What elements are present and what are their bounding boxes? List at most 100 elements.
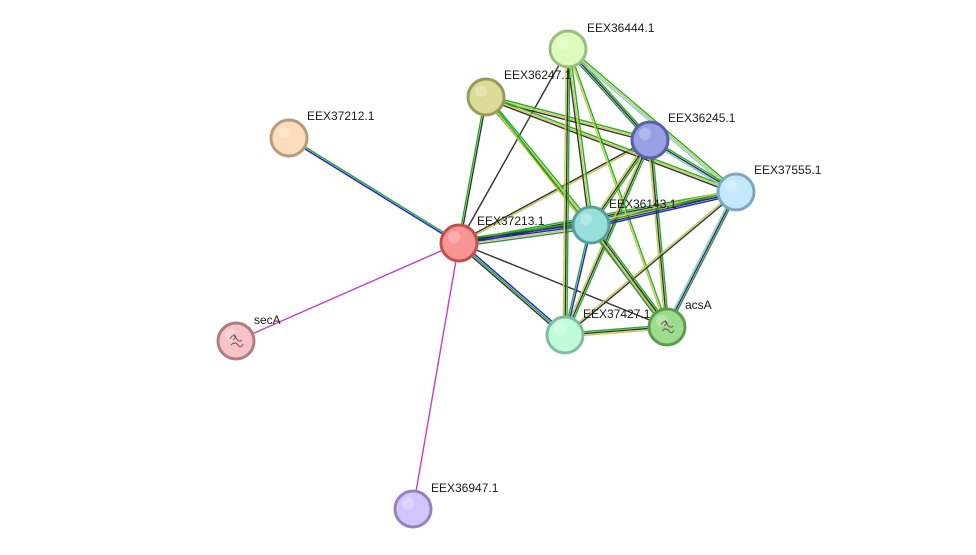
node-highlight [580, 213, 592, 225]
node-eex36947-1[interactable]: EEX36947.1 [393, 481, 499, 529]
edge-eex37213-1-acsa[interactable] [458, 242, 668, 328]
edge-line [458, 138, 650, 243]
edges-layer [235, 47, 739, 510]
edge-line [459, 97, 488, 244]
node-circle[interactable] [571, 205, 611, 245]
edge-line [591, 193, 737, 229]
node-eex37212-1[interactable]: EEX37212.1 [269, 109, 375, 158]
node-highlight [475, 85, 487, 97]
node-circle[interactable] [630, 120, 670, 160]
node-label: EEX36143.1 [609, 197, 677, 211]
edge-line [667, 192, 739, 329]
node-highlight [402, 497, 414, 509]
node-eex37213-1[interactable]: EEX37213.1 [439, 214, 545, 263]
edge-line [458, 224, 592, 244]
node-circle[interactable] [548, 29, 588, 69]
node-circle[interactable] [393, 489, 433, 529]
structure-icon [229, 333, 244, 348]
edge-line [567, 48, 651, 141]
edge-line [457, 96, 486, 243]
edge-line [591, 224, 669, 327]
edge-line [485, 96, 651, 141]
node-label: EEX36245.1 [668, 111, 736, 125]
node-circle[interactable] [216, 321, 256, 361]
edge-eex37555-1-eex36143-1[interactable] [590, 188, 737, 229]
node-highlight [639, 128, 651, 140]
edge-line [459, 227, 592, 248]
edge-line [486, 95, 593, 225]
edge-line [288, 138, 459, 245]
node-label: EEX37212.1 [307, 109, 375, 123]
edge-line [566, 49, 571, 336]
edge-line [412, 242, 460, 510]
edge-eex37555-1-acsa[interactable] [664, 190, 739, 329]
edge-line [458, 242, 668, 328]
edge-line [565, 192, 738, 337]
edge-line [590, 190, 736, 225]
node-circle[interactable] [466, 77, 506, 117]
node-circle[interactable] [269, 118, 309, 158]
edge-line [651, 139, 670, 327]
edge-line [591, 192, 737, 227]
edge-line [588, 226, 666, 330]
node-label: EEX36947.1 [431, 481, 499, 495]
nodes-layer: EEX37213.1 EEX37212.1 secA EEX36947.1 EEX362… [216, 21, 822, 529]
node-highlight [557, 37, 569, 49]
node-circle[interactable] [545, 315, 585, 355]
edge-line [459, 226, 592, 246]
edge-line [564, 139, 651, 336]
node-highlight [725, 180, 737, 192]
node-eex36247-1[interactable]: EEX36247.1 [466, 68, 572, 117]
node-highlight [656, 315, 668, 327]
structure-icon [660, 319, 675, 334]
edge-line [567, 48, 592, 226]
edge-eex37213-1-eex36245-1[interactable] [458, 138, 651, 245]
edge-eex36143-1-acsa[interactable] [588, 222, 670, 330]
edge-eex37213-1-eex36947-1[interactable] [412, 242, 460, 510]
edge-line [459, 140, 651, 245]
edge-eex36247-1-eex37555-1[interactable] [485, 94, 737, 195]
edge-line [566, 49, 650, 142]
node-seca[interactable]: secA [216, 313, 281, 361]
edge-line [564, 48, 569, 336]
edge-line [457, 243, 565, 337]
edge-eex37213-1-eex36247-1[interactable] [457, 96, 488, 244]
node-label: acsA [685, 298, 712, 312]
node-circle[interactable] [716, 172, 756, 212]
node-circle[interactable] [647, 307, 687, 347]
edge-eex37213-1-seca[interactable] [235, 242, 460, 342]
node-acsa[interactable]: acsA [647, 298, 712, 347]
edge-eex36444-1-eex37427-1[interactable] [562, 48, 571, 336]
node-eex36245-1[interactable]: EEX36245.1 [630, 111, 736, 160]
node-eex37555-1[interactable]: EEX37555.1 [716, 163, 822, 212]
edge-line [562, 48, 567, 335]
node-circle[interactable] [439, 223, 479, 263]
edge-line [458, 242, 566, 336]
edge-line [289, 136, 460, 243]
edge-line [666, 191, 737, 328]
edge-eex36245-1-acsa[interactable] [647, 139, 670, 328]
edge-eex37213-1-eex37212-1[interactable] [288, 136, 460, 245]
edge-line [567, 48, 737, 193]
edge-line [590, 188, 736, 224]
edge-line [566, 140, 653, 336]
edge-eex37555-1-eex37427-1[interactable] [563, 190, 738, 337]
node-label: secA [254, 313, 281, 327]
edge-line [485, 96, 737, 193]
node-eex36143-1[interactable]: EEX36143.1 [571, 197, 677, 245]
edge-line [459, 241, 567, 335]
edge-eex37213-1-eex36444-1[interactable] [458, 48, 569, 244]
node-eex36444-1[interactable]: EEX36444.1 [548, 21, 655, 69]
edge-eex37213-1-eex37427-1[interactable] [457, 241, 567, 337]
node-label: EEX37427.1 [583, 307, 651, 321]
edge-line [589, 225, 667, 328]
edge-line [563, 190, 736, 335]
node-highlight [448, 231, 460, 243]
edge-eex36444-1-eex36245-1[interactable] [566, 47, 652, 142]
node-eex37427-1[interactable]: EEX37427.1 [545, 307, 651, 355]
node-label: EEX37555.1 [754, 163, 822, 177]
edge-line [592, 222, 670, 326]
node-label: EEX36247.1 [504, 68, 572, 82]
edge-line [664, 190, 736, 327]
